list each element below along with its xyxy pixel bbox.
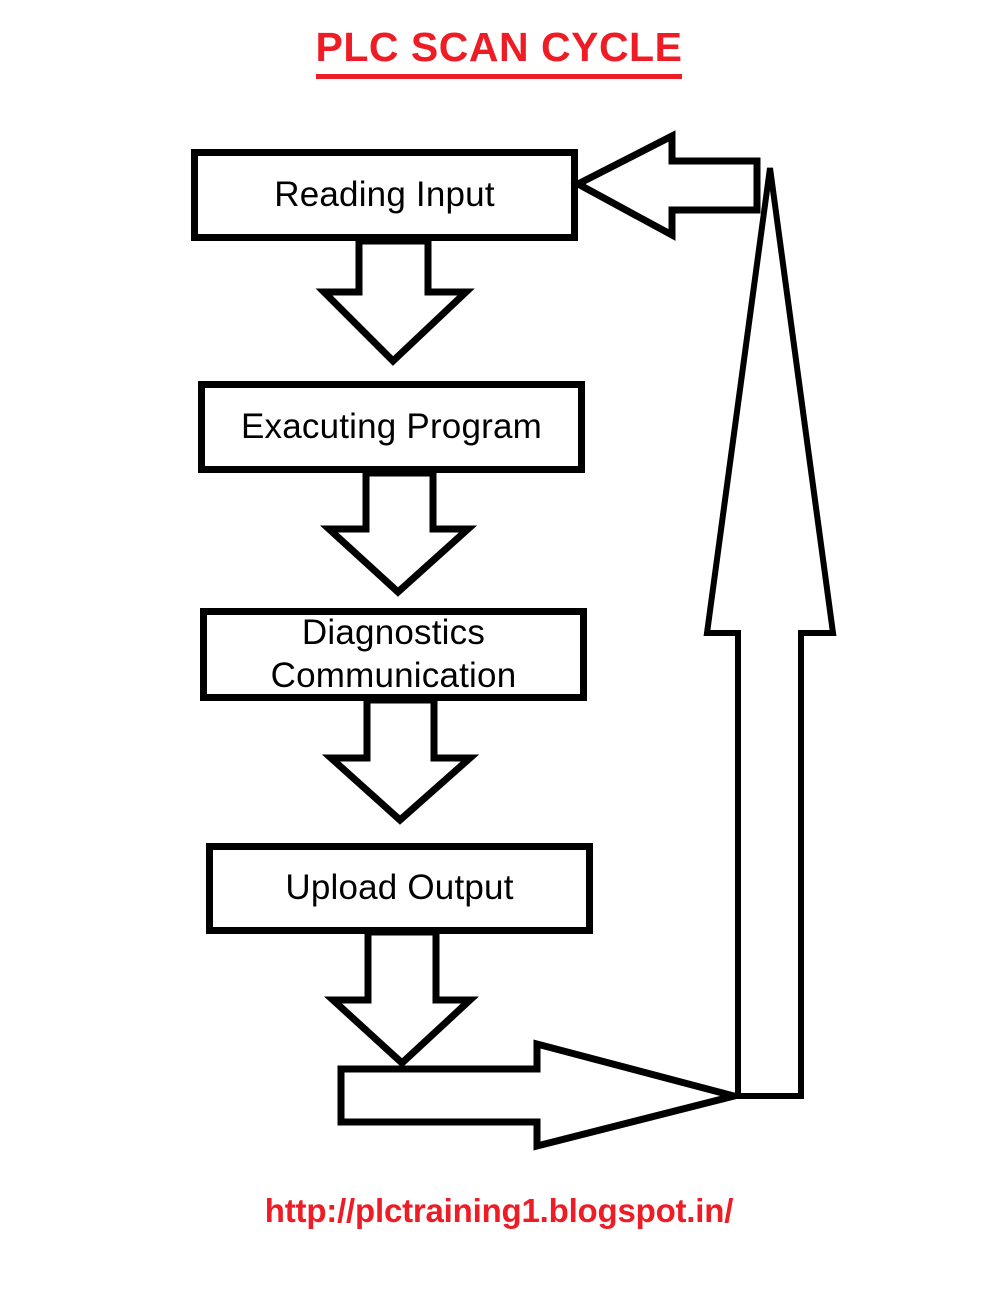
footer-url[interactable]: http://plctraining1.blogspot.in/ xyxy=(264,1192,734,1229)
arrow-down-4 xyxy=(323,928,479,1068)
flow-box-executing-program xyxy=(198,381,585,473)
flow-box-reading-input xyxy=(191,149,578,241)
page-title: PLC SCAN CYCLE xyxy=(0,24,998,79)
page-title-text: PLC SCAN CYCLE xyxy=(315,24,683,79)
flow-box-upload-output xyxy=(206,843,593,934)
arrow-down-1 xyxy=(315,237,475,366)
arrow-down-3 xyxy=(321,696,480,825)
flow-box-diagnostics-communication xyxy=(200,608,587,701)
arrow-loop-left xyxy=(570,130,761,241)
arrow-loop-right xyxy=(337,1039,748,1151)
arrow-down-2 xyxy=(319,469,478,597)
arrow-loop-up xyxy=(703,167,837,1099)
